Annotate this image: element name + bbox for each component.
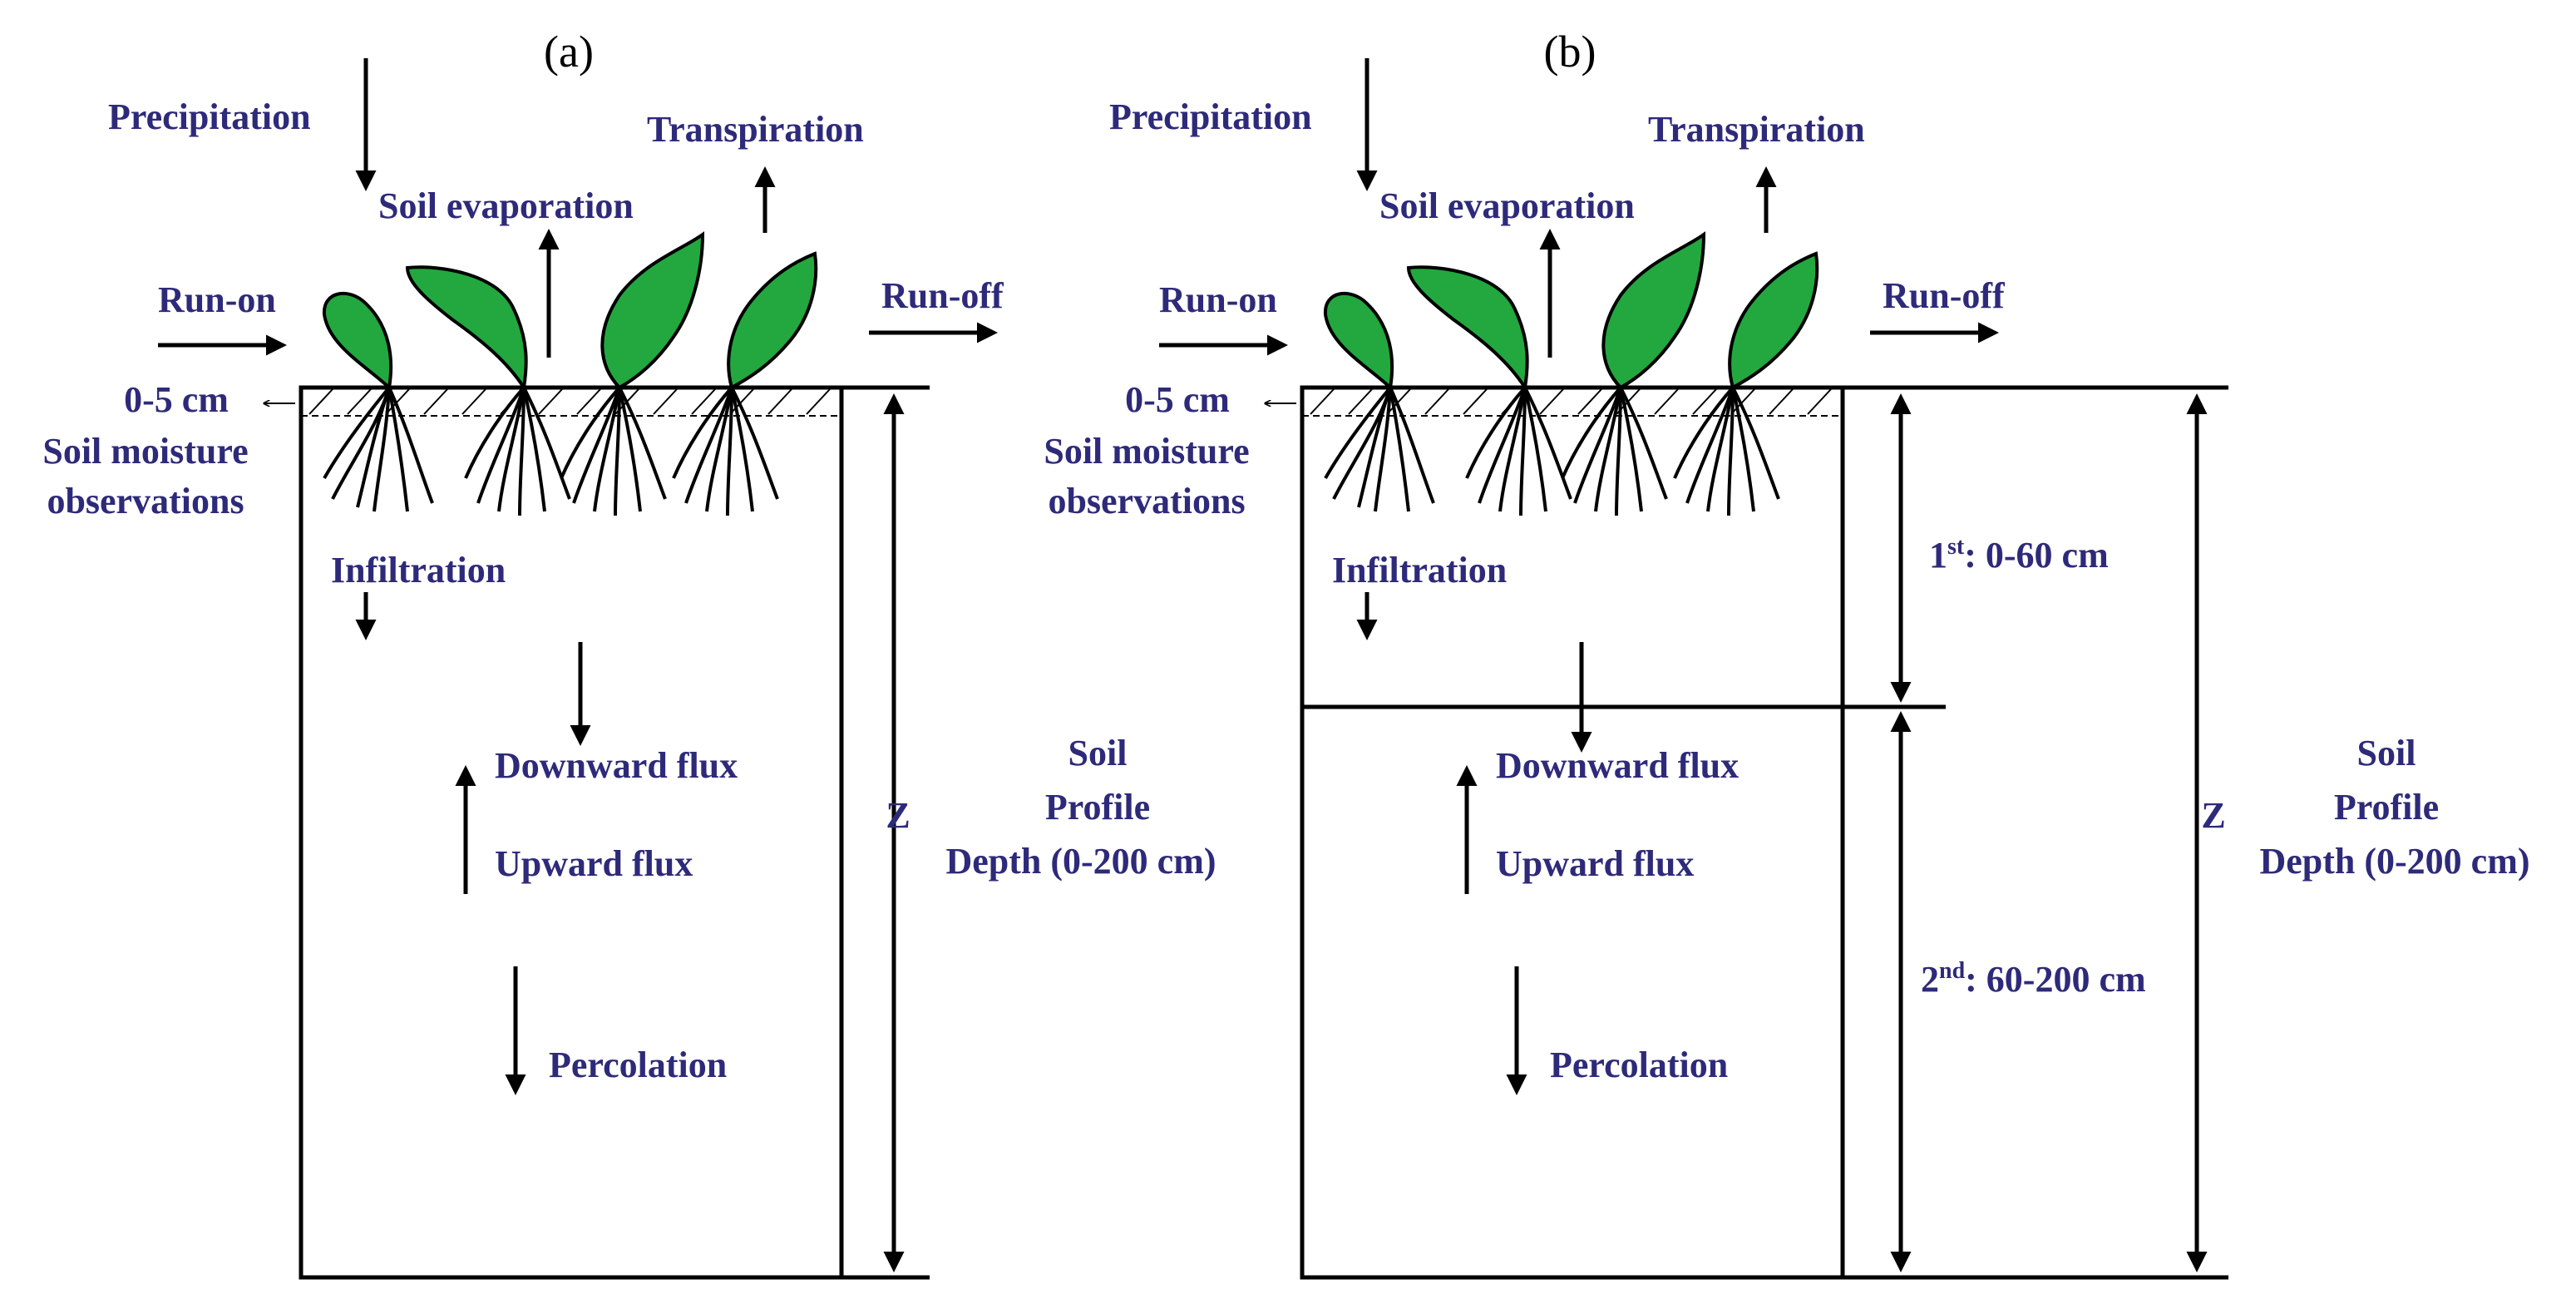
- run-on-label: Run-on: [1159, 279, 1277, 320]
- panel-b: (b): [1044, 27, 2530, 1280]
- percolation-label: Percolation: [1550, 1045, 1728, 1085]
- layer1-range: : 0-60 cm: [1964, 535, 2109, 575]
- observations-label: observations: [1048, 481, 1245, 521]
- layer2-range: : 60-200 cm: [1965, 959, 2146, 1000]
- precipitation-label: Precipitation: [1109, 96, 1312, 137]
- plant-3: [560, 231, 705, 516]
- percolation-label: Percolation: [549, 1045, 727, 1085]
- run-off-label: Run-off: [1883, 275, 2006, 316]
- upward-flux-label: Upward flux: [495, 843, 693, 884]
- infiltration-label: Infiltration: [1332, 550, 1507, 590]
- profile-depth-label: Depth (0-200 cm): [2259, 841, 2529, 882]
- soil-moisture-label: Soil moisture: [42, 431, 248, 472]
- run-on-label: Run-on: [158, 279, 276, 320]
- infiltration-label: Infiltration: [331, 550, 506, 590]
- layer2-ordinal: nd: [1939, 958, 1966, 984]
- soil-label: Soil: [2357, 733, 2416, 773]
- observation-depth-label: 0-5 cm: [124, 379, 229, 420]
- panel-a-title: (a): [544, 27, 594, 77]
- layer1-ordinal: st: [1947, 534, 1965, 560]
- layer1-number: 1: [1929, 535, 1947, 575]
- downward-flux-label: Downward flux: [1496, 745, 1739, 786]
- plant-4: [672, 251, 818, 516]
- layer2-number: 2: [1921, 959, 1939, 1000]
- plant-4: [1673, 251, 1819, 516]
- panel-a: (a): [42, 27, 1216, 1280]
- downward-flux-label: Downward flux: [495, 745, 738, 786]
- observation-depth-label: 0-5 cm: [1125, 379, 1230, 420]
- soil-column: [1300, 385, 1845, 1280]
- z-label: Z: [886, 795, 910, 836]
- soil-column: [299, 385, 844, 1280]
- transpiration-label: Transpiration: [1648, 109, 1865, 150]
- plant-1: [322, 291, 434, 512]
- profile-label: Profile: [1045, 787, 1150, 827]
- precipitation-label: Precipitation: [108, 96, 311, 137]
- plant-2: [405, 265, 571, 516]
- plant-2: [1406, 265, 1572, 516]
- transpiration-label: Transpiration: [647, 109, 864, 150]
- plant-3: [1561, 231, 1706, 516]
- soil-label: Soil: [1068, 733, 1128, 773]
- layer1-label: 1st: 0-60 cm: [1929, 534, 2109, 575]
- plant-1: [1323, 291, 1435, 512]
- soil-moisture-label: Soil moisture: [1044, 431, 1249, 472]
- panel-b-title: (b): [1544, 27, 1596, 77]
- upward-flux-label: Upward flux: [1496, 843, 1694, 884]
- profile-label: Profile: [2334, 787, 2439, 827]
- profile-depth-label: Depth (0-200 cm): [945, 841, 1216, 882]
- observations-label: observations: [47, 481, 244, 521]
- run-off-label: Run-off: [881, 275, 1004, 316]
- soil-evaporation-label: Soil evaporation: [1379, 185, 1635, 226]
- z-label: Z: [2201, 795, 2225, 836]
- layer2-label: 2nd: 60-200 cm: [1921, 958, 2146, 1000]
- soil-evaporation-label: Soil evaporation: [378, 185, 634, 226]
